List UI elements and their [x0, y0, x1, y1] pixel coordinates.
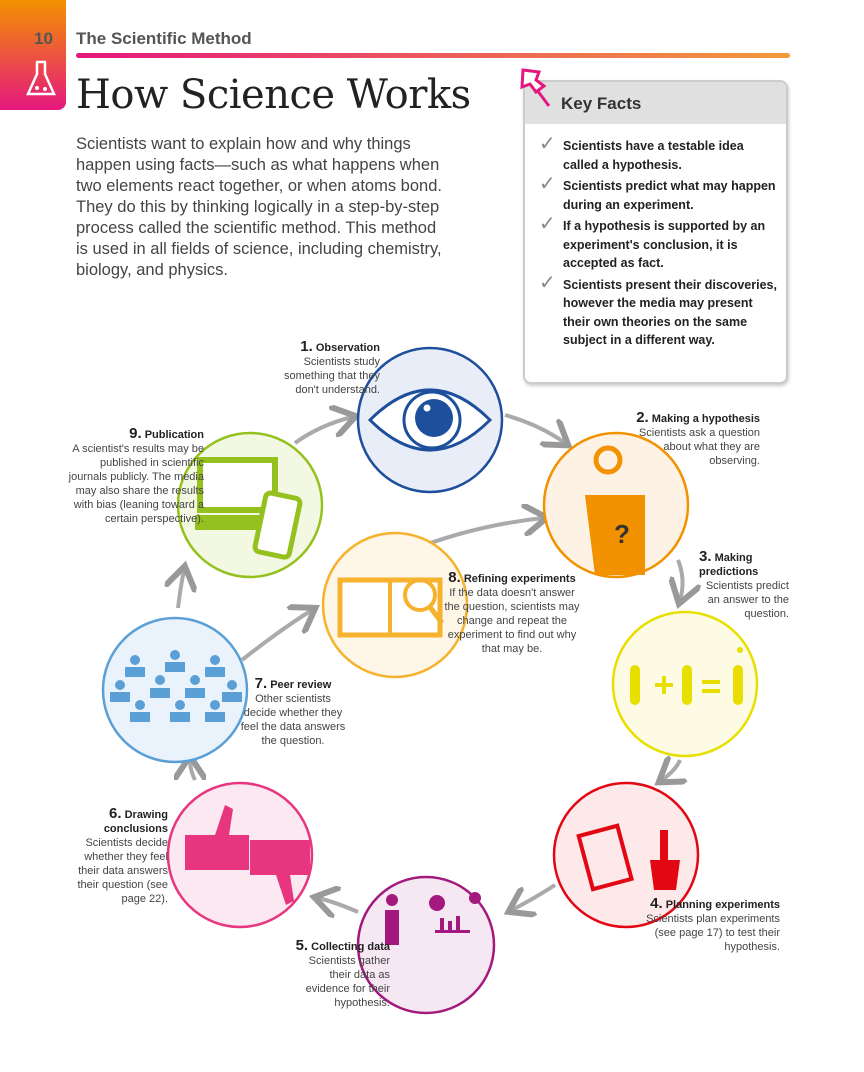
eye-icon — [367, 388, 493, 452]
arrow — [678, 559, 683, 600]
check-icon: ✓ — [539, 271, 556, 294]
arrow — [293, 417, 352, 445]
chapter-tab — [0, 0, 66, 110]
laptop-phone-icon — [195, 457, 303, 560]
clipboard-flask-icon — [576, 823, 680, 892]
header-rule — [76, 53, 790, 58]
arrow — [504, 413, 565, 443]
book-magnifier-icon — [337, 577, 444, 638]
key-fact-item: ✓Scientists present their discoveries, h… — [539, 271, 777, 347]
check-icon: ✓ — [539, 213, 556, 235]
page-title: How Science Works — [76, 72, 471, 118]
key-fact-item: ✓If a hypothesis is supported by an expe… — [539, 213, 766, 270]
arrow — [240, 610, 312, 662]
svg-text:?: ? — [614, 519, 630, 549]
flask-icon — [26, 60, 56, 96]
key-fact-item: ✓Scientists predict what may happen duri… — [539, 173, 776, 212]
peer-review-circle — [101, 616, 249, 764]
arrow — [178, 570, 184, 609]
equation-tubes-icon — [630, 647, 743, 705]
arrow — [662, 760, 680, 780]
key-facts-title: Key Facts — [525, 82, 786, 124]
arrow — [512, 883, 557, 910]
arrow — [318, 898, 359, 912]
check-icon: ✓ — [539, 133, 556, 155]
arrow — [190, 760, 195, 781]
thinking-person-icon: ? — [585, 445, 645, 575]
check-icon: ✓ — [539, 173, 556, 195]
page-number: 10 — [34, 29, 53, 48]
arrow — [424, 518, 543, 547]
key-fact-item: ✓Scientists have a testable idea called … — [539, 133, 744, 172]
readers-group-icon — [110, 650, 242, 722]
chapter-title: The Scientific Method — [76, 29, 252, 48]
pushpin-icon — [520, 68, 551, 107]
intro-paragraph: Scientists want to explain how and why t… — [76, 135, 442, 279]
thumbs-icon — [185, 805, 310, 905]
key-facts-box: Key Facts ✓Scientists have a testable id… — [523, 80, 788, 384]
presenter-chart-icon — [385, 892, 481, 945]
